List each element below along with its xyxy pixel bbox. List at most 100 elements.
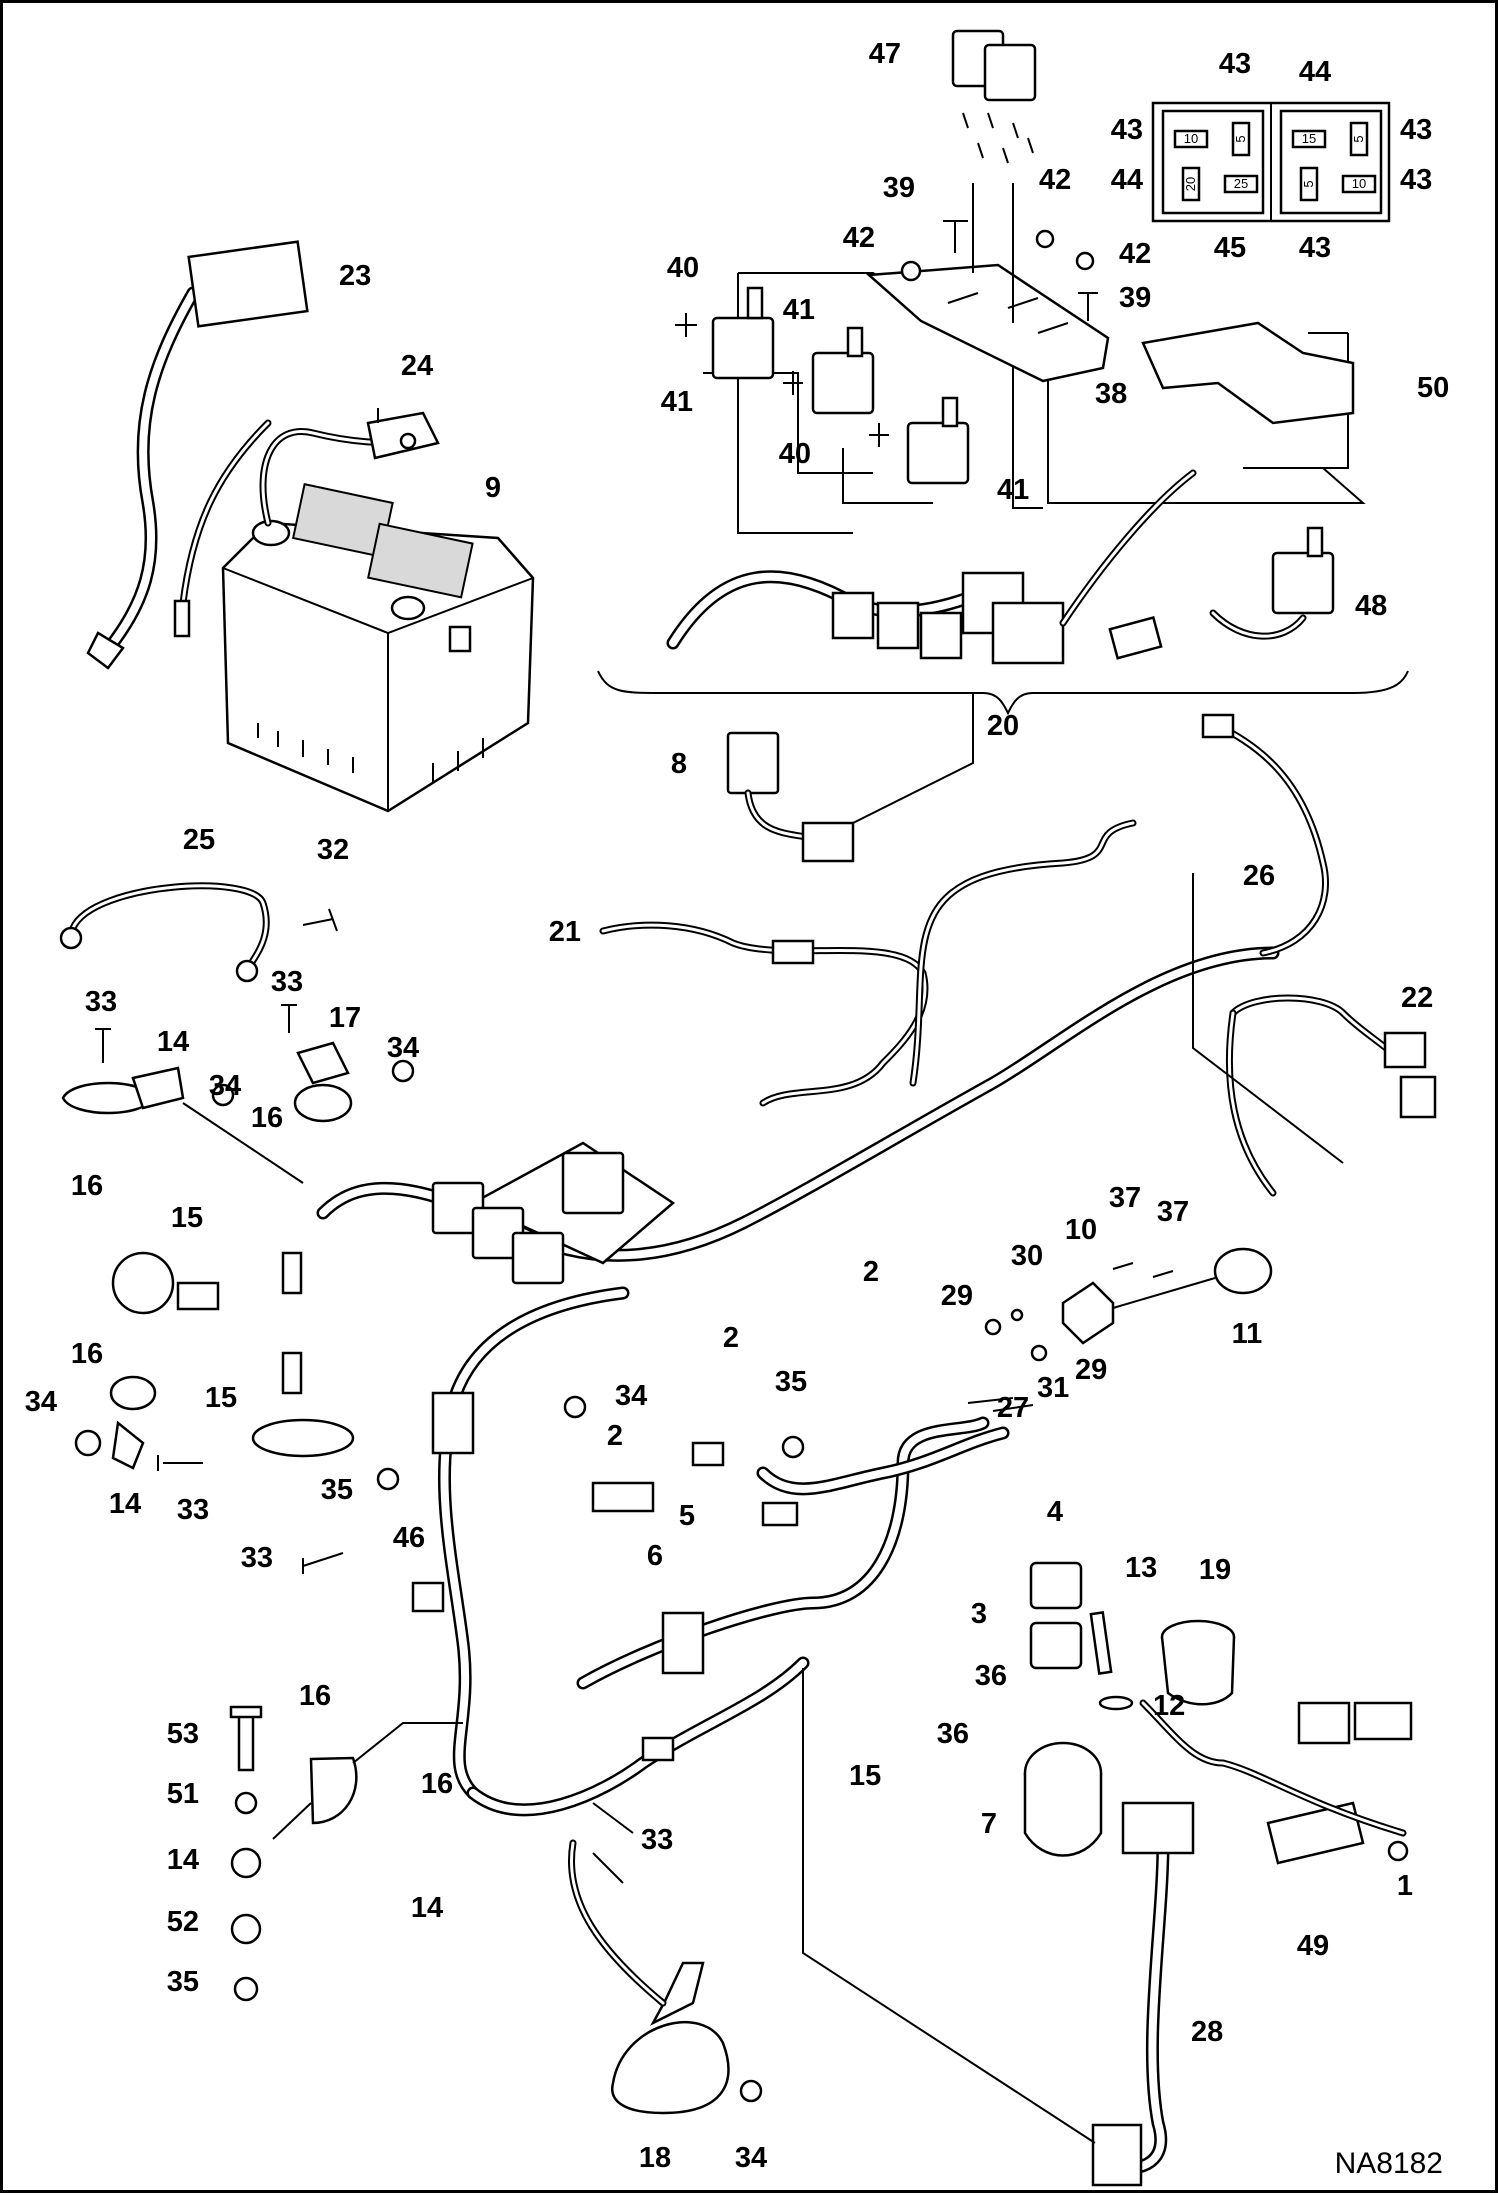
callout-16: 16 (71, 1170, 103, 1202)
callout-8: 8 (671, 748, 687, 780)
callout-16: 16 (71, 1338, 103, 1370)
callout-37: 37 (1109, 1182, 1141, 1214)
horn-18 (568, 1839, 763, 2115)
callout-43: 43 (1111, 114, 1143, 146)
callout-42: 42 (1039, 164, 1071, 196)
fuse-rating-f1: 10 (1184, 131, 1198, 146)
callout-33: 33 (85, 986, 117, 1018)
wiring-harness-exploded-view: 10 5 20 25 15 5 5 10 (25, 29, 1449, 2187)
callout-18: 18 (639, 2142, 671, 2174)
callout-49: 49 (1297, 1930, 1329, 1962)
callout-26: 26 (1243, 860, 1275, 892)
callout-33: 33 (641, 1824, 673, 1856)
callout-43: 43 (1400, 164, 1432, 196)
battery-assembly (221, 483, 535, 813)
callout-33: 33 (271, 966, 303, 998)
connector-8 (726, 731, 855, 863)
fuse-rating-f8: 10 (1352, 176, 1366, 191)
callout-35: 35 (321, 1474, 353, 1506)
callout-39: 39 (883, 172, 915, 204)
callout-44: 44 (1299, 56, 1331, 88)
callout-41: 41 (997, 474, 1029, 506)
callout-35: 35 (167, 1966, 199, 1998)
cable-25 (59, 882, 338, 983)
callout-44: 44 (1111, 164, 1143, 196)
callout-42: 42 (1119, 238, 1151, 270)
fuse-box-f3 (1181, 166, 1201, 202)
drawing-code: NA8182 (1335, 2147, 1443, 2180)
relay-41b (811, 326, 875, 415)
callout-40: 40 (779, 438, 811, 470)
callout-7: 7 (981, 1808, 997, 1840)
callout-1: 1 (1397, 1870, 1413, 1902)
relay-41a (711, 286, 775, 380)
callout-31: 31 (1037, 1372, 1069, 1404)
callout-15: 15 (205, 1382, 237, 1414)
callout-20: 20 (987, 710, 1019, 742)
fuse-box-f5 (1291, 129, 1327, 149)
fuse-rating-f4: 25 (1234, 176, 1248, 191)
callout-50: 50 (1417, 372, 1449, 404)
callout-34: 34 (615, 1380, 647, 1412)
mount-hardware-53 (229, 1705, 463, 2002)
main-wire-harness (176, 713, 1437, 1884)
callout-28: 28 (1191, 2016, 1223, 2048)
callout-32: 32 (317, 834, 349, 866)
relay-panel-exploded (597, 29, 1409, 824)
callout-39: 39 (1119, 282, 1151, 314)
switch-assembly-right (967, 1247, 1273, 1412)
callout-2: 2 (607, 1420, 623, 1452)
callout-14: 14 (109, 1488, 141, 1520)
callout-23: 23 (339, 260, 371, 292)
callout-34: 34 (387, 1032, 419, 1064)
callout-2: 2 (863, 1256, 879, 1288)
callout-14: 14 (167, 1844, 199, 1876)
callout-14: 14 (157, 1026, 189, 1058)
gauge-cluster (802, 1561, 1413, 2187)
callout-52: 52 (167, 1906, 199, 1938)
callout-35: 35 (775, 1366, 807, 1398)
callout-10: 10 (1065, 1214, 1097, 1246)
callout-16: 16 (421, 1768, 453, 1800)
callout-9: 9 (485, 472, 501, 504)
fuse-rating-f2: 5 (1233, 135, 1248, 142)
callout-46: 46 (393, 1522, 425, 1554)
callout-41: 41 (783, 294, 815, 326)
fuse-box-f2 (1231, 121, 1251, 157)
callout-6: 6 (647, 1540, 663, 1572)
callout-16: 16 (299, 1680, 331, 1712)
callout-45: 45 (1214, 232, 1246, 264)
battery-cable-positive (86, 240, 309, 670)
callout-37: 37 (1157, 1196, 1189, 1228)
callout-36: 36 (975, 1660, 1007, 1692)
callout-43: 43 (1299, 232, 1331, 264)
callout-12: 12 (1153, 1690, 1185, 1722)
fuse-rating-f5: 15 (1302, 131, 1316, 146)
callout-36: 36 (937, 1718, 969, 1750)
callout-34: 34 (209, 1070, 241, 1102)
callout-48: 48 (1355, 590, 1387, 622)
callout-15: 15 (849, 1760, 881, 1792)
callout-4: 4 (1047, 1496, 1063, 1528)
callout-33: 33 (177, 1494, 209, 1526)
callout-38: 38 (1095, 378, 1127, 410)
callout-3: 3 (971, 1598, 987, 1630)
callout-22: 22 (1401, 982, 1433, 1014)
callout-41: 41 (661, 386, 693, 418)
callout-27: 27 (997, 1392, 1029, 1424)
callout-53: 53 (167, 1718, 199, 1750)
callout-34: 34 (735, 2142, 767, 2174)
callout-13: 13 (1125, 1552, 1157, 1584)
callout-21: 21 (549, 916, 581, 948)
clamp-hardware-left (61, 1004, 805, 1574)
fuse-box-f4 (1223, 174, 1259, 194)
callout-5: 5 (679, 1500, 695, 1532)
callout-42: 42 (843, 222, 875, 254)
fuse-rating-f6: 5 (1351, 135, 1366, 142)
relay-41c (906, 396, 970, 485)
callout-34: 34 (25, 1386, 57, 1418)
fuse-box-f6 (1349, 121, 1369, 157)
callout-2: 2 (723, 1322, 739, 1354)
